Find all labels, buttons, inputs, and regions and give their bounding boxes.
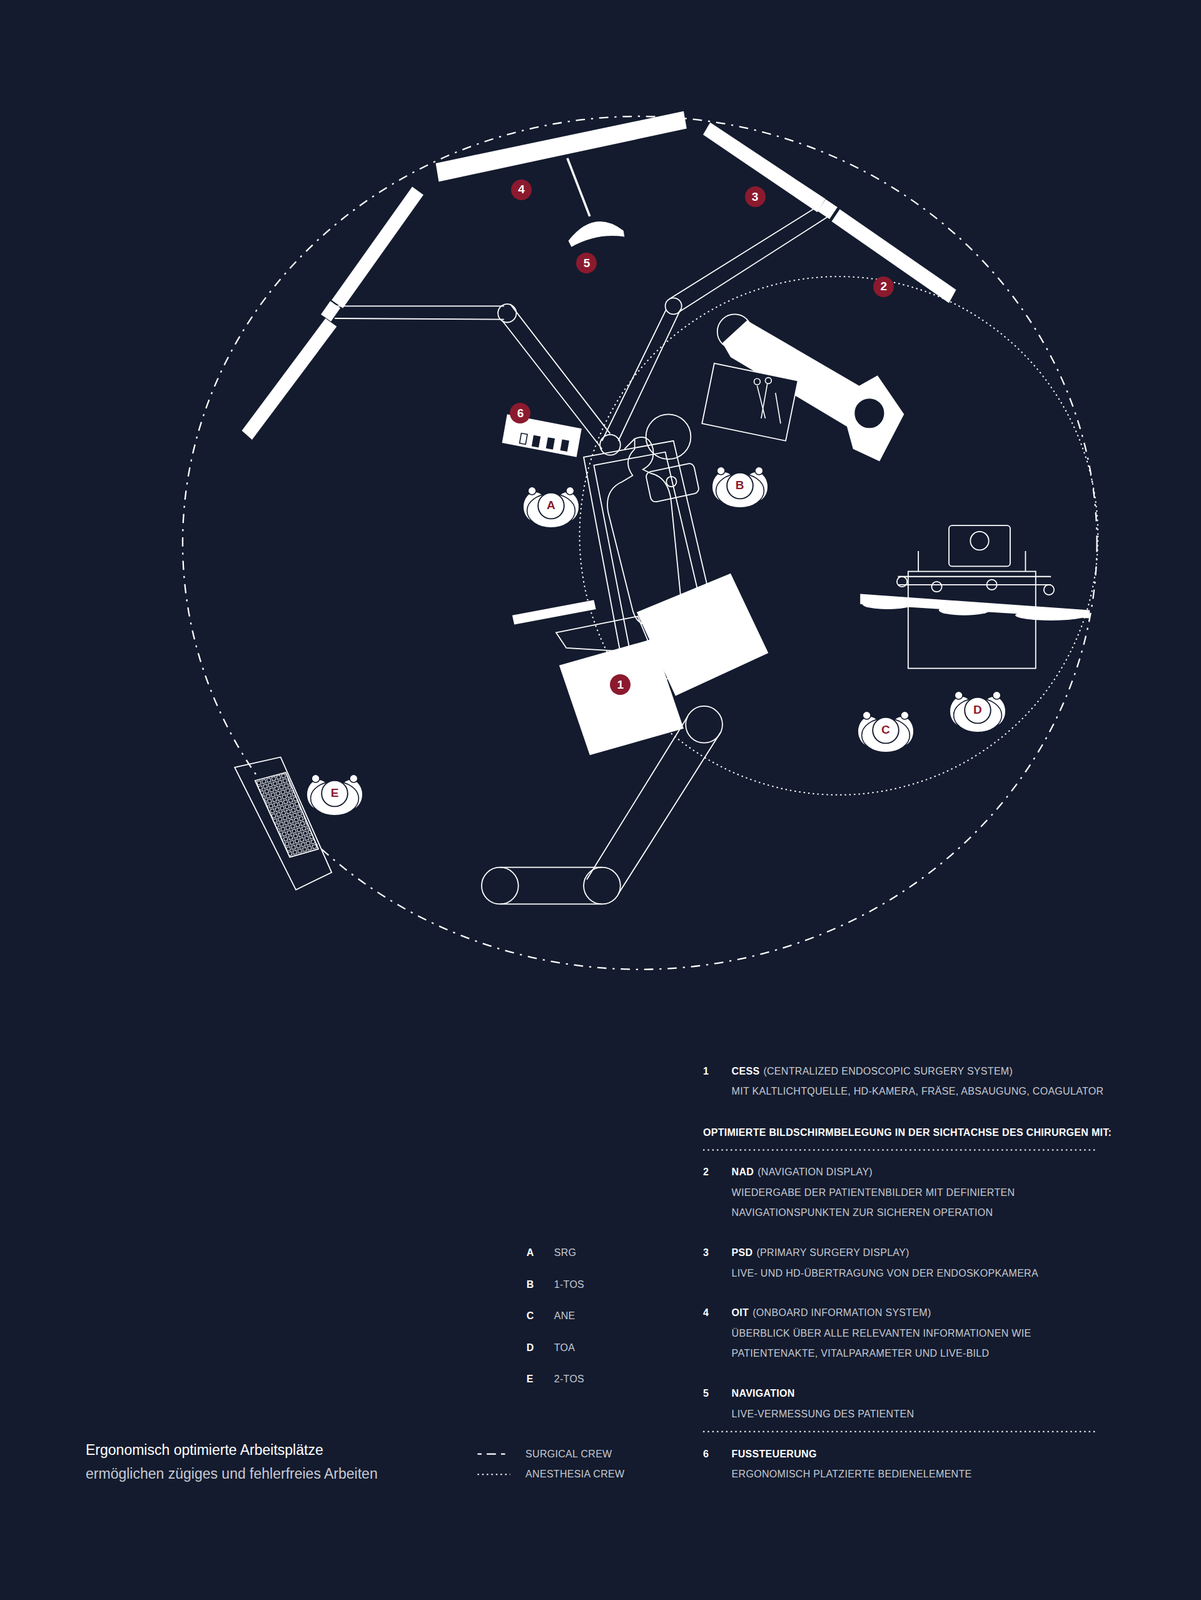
callout-text: 1 <box>617 678 625 692</box>
label-text: 2-TOS <box>554 1369 585 1390</box>
crew-letter: B <box>735 478 745 493</box>
title: Ergonomisch optimierte Arbeitsplätze <box>85 1438 324 1462</box>
label-heading: CESS <box>731 1061 761 1082</box>
callout-text: 4 <box>517 182 525 197</box>
label-heading: 5 <box>703 1383 709 1404</box>
label-heading: NAVIGATION <box>731 1383 796 1404</box>
navigation-lamp <box>568 221 625 248</box>
legend-sample-dashdot <box>477 1453 510 1455</box>
label-text: (CENTRALIZED ENDOSCOPIC SURGERY SYSTEM) <box>763 1061 1013 1082</box>
nad-monitor <box>831 208 956 303</box>
label-heading: FUSSTEUERUNG <box>731 1444 817 1465</box>
label-heading: 2 <box>703 1162 709 1183</box>
label-heading: NAD <box>731 1162 755 1183</box>
label-heading: A <box>526 1242 535 1263</box>
callout-number: 4 <box>511 179 532 201</box>
legend-entry: SURGICAL CREW <box>525 1444 612 1465</box>
label-text: WIEDERGABE DER PATIENTENBILDER MIT DEFIN… <box>731 1182 1080 1223</box>
label-text: (ONBOARD INFORMATION SYSTEM) <box>752 1302 931 1323</box>
crew-member: A <box>521 476 582 533</box>
callout-number: 2 <box>873 276 894 298</box>
crew-member: D <box>947 681 1008 738</box>
label-text: ERGONOMISCH PLATZIERTE BEDIENELEMENTE <box>731 1464 973 1485</box>
label-heading: E <box>526 1369 534 1390</box>
label-heading: 1 <box>703 1061 709 1082</box>
callout-text: 3 <box>751 190 759 204</box>
crew-letter: C <box>881 723 891 737</box>
callout-number: 1 <box>609 674 631 695</box>
label-heading: B <box>526 1274 535 1295</box>
label-text: ÜBERBLICK ÜBER ALLE RELEVANTEN INFORMATI… <box>731 1323 1090 1364</box>
label-heading: 6 <box>703 1444 709 1465</box>
callout-text: 2 <box>880 279 887 294</box>
label-heading: 4 <box>703 1302 709 1323</box>
crew-letter: A <box>546 498 556 513</box>
legend-sample-dotted <box>477 1473 510 1475</box>
label-text: ANE <box>554 1306 576 1327</box>
legend-text: ANESTHESIA CREW <box>525 1468 625 1480</box>
label-text: (NAVIGATION DISPLAY) <box>757 1162 873 1183</box>
surgical-crew-zone <box>182 116 1098 970</box>
label-heading: PSD <box>731 1242 754 1263</box>
psd-monitor <box>703 122 826 213</box>
crew-member: B <box>709 456 771 513</box>
legend-entry: ANESTHESIA CREW <box>525 1464 625 1485</box>
label-text: 1-TOS <box>554 1274 585 1295</box>
cess-unit <box>636 573 769 697</box>
crew-letter: E <box>330 786 340 801</box>
label-text: LIVE-VERMESSUNG DES PATIENTEN <box>731 1404 915 1425</box>
callout-text: 5 <box>583 256 591 271</box>
callout-text: 6 <box>517 406 525 421</box>
label-text: MIT KALTLICHTQUELLE, HD-KAMERA, FRÄSE, A… <box>731 1081 1105 1102</box>
crew-member: C <box>855 701 916 758</box>
monitor <box>242 318 338 440</box>
monitor <box>331 187 424 309</box>
callout-number: 3 <box>744 186 766 208</box>
label-text: TOA <box>554 1337 576 1359</box>
legend-text: SURGICAL CREW <box>525 1448 612 1460</box>
label-heading: 3 <box>703 1242 709 1263</box>
crew-member: E <box>304 764 365 821</box>
separator <box>703 1149 1098 1151</box>
label-heading: OPTIMIERTE BILDSCHIRMBELEGUNG IN DER SIC… <box>703 1122 1112 1143</box>
crew-letter: D <box>973 703 983 717</box>
callout-number: 5 <box>576 252 597 274</box>
separator <box>703 1431 1098 1433</box>
label-heading: OIT <box>731 1302 750 1323</box>
oit-monitor <box>435 111 687 183</box>
label-text: LIVE- UND HD-ÜBERTRAGUNG VON DER ENDOSKO… <box>731 1263 1039 1284</box>
label-text: SRG <box>554 1242 577 1263</box>
label-heading: C <box>526 1306 535 1327</box>
label-text: (PRIMARY SURGERY DISPLAY) <box>756 1242 909 1263</box>
label-heading: D <box>526 1337 535 1359</box>
caption: ermöglichen zügiges und fehlerfreies Arb… <box>85 1462 378 1485</box>
callout-number: 6 <box>509 402 531 424</box>
